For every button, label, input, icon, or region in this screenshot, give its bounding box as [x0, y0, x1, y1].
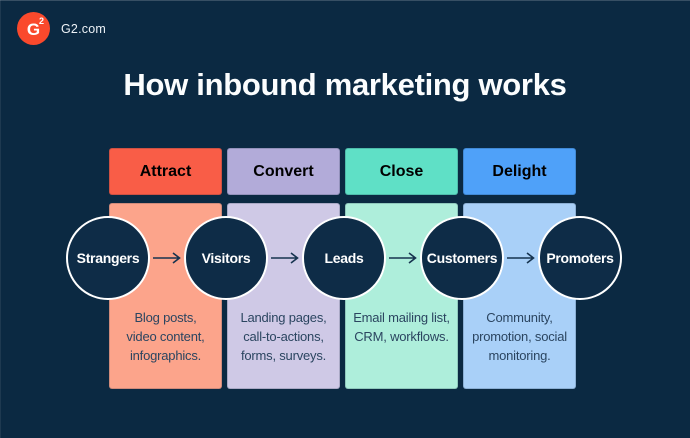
logo-letter: G	[26, 20, 41, 39]
flow-arrow-icon	[270, 252, 300, 264]
funnel-circle-visitors: Visitors	[184, 216, 268, 300]
stage-header-delight: Delight	[463, 148, 576, 195]
funnel-circle-label: Visitors	[201, 250, 251, 266]
stage-description-delight: Community, promotion, social monitoring.	[472, 310, 567, 363]
flow-arrow-icon	[506, 252, 536, 264]
funnel-circle-label: Customers	[426, 250, 498, 266]
logo-superscript: 2	[38, 16, 44, 26]
flow-arrow-icon	[388, 252, 418, 264]
stage-description-convert: Landing pages, call-to-actions, forms, s…	[240, 310, 327, 363]
funnel-circle-leads: Leads	[302, 216, 386, 300]
g2-logo-icon: G 2	[17, 12, 50, 45]
funnel-circle-customers: Customers	[420, 216, 504, 300]
funnel-circle-promoters: Promoters	[538, 216, 622, 300]
funnel-circle-label: Strangers	[76, 250, 140, 266]
funnel-circle-strangers: Strangers	[66, 216, 150, 300]
flow-arrow-icon	[152, 252, 182, 264]
stage-header-convert: Convert	[227, 148, 340, 195]
brand-site-label: G2.com	[61, 21, 106, 36]
stage-description-attract: Blog posts, video content, infographics.	[126, 310, 205, 363]
stage-header-close: Close	[345, 148, 458, 195]
brand: G 2 G2.com	[17, 12, 106, 45]
stage-header-attract: Attract	[109, 148, 222, 195]
page-title: How inbound marketing works	[123, 67, 567, 102]
funnel-circle-label: Promoters	[546, 250, 614, 266]
funnel-circle-label: Leads	[324, 250, 364, 266]
stage-description-close: Email mailing list, CRM, workflows.	[353, 310, 450, 344]
